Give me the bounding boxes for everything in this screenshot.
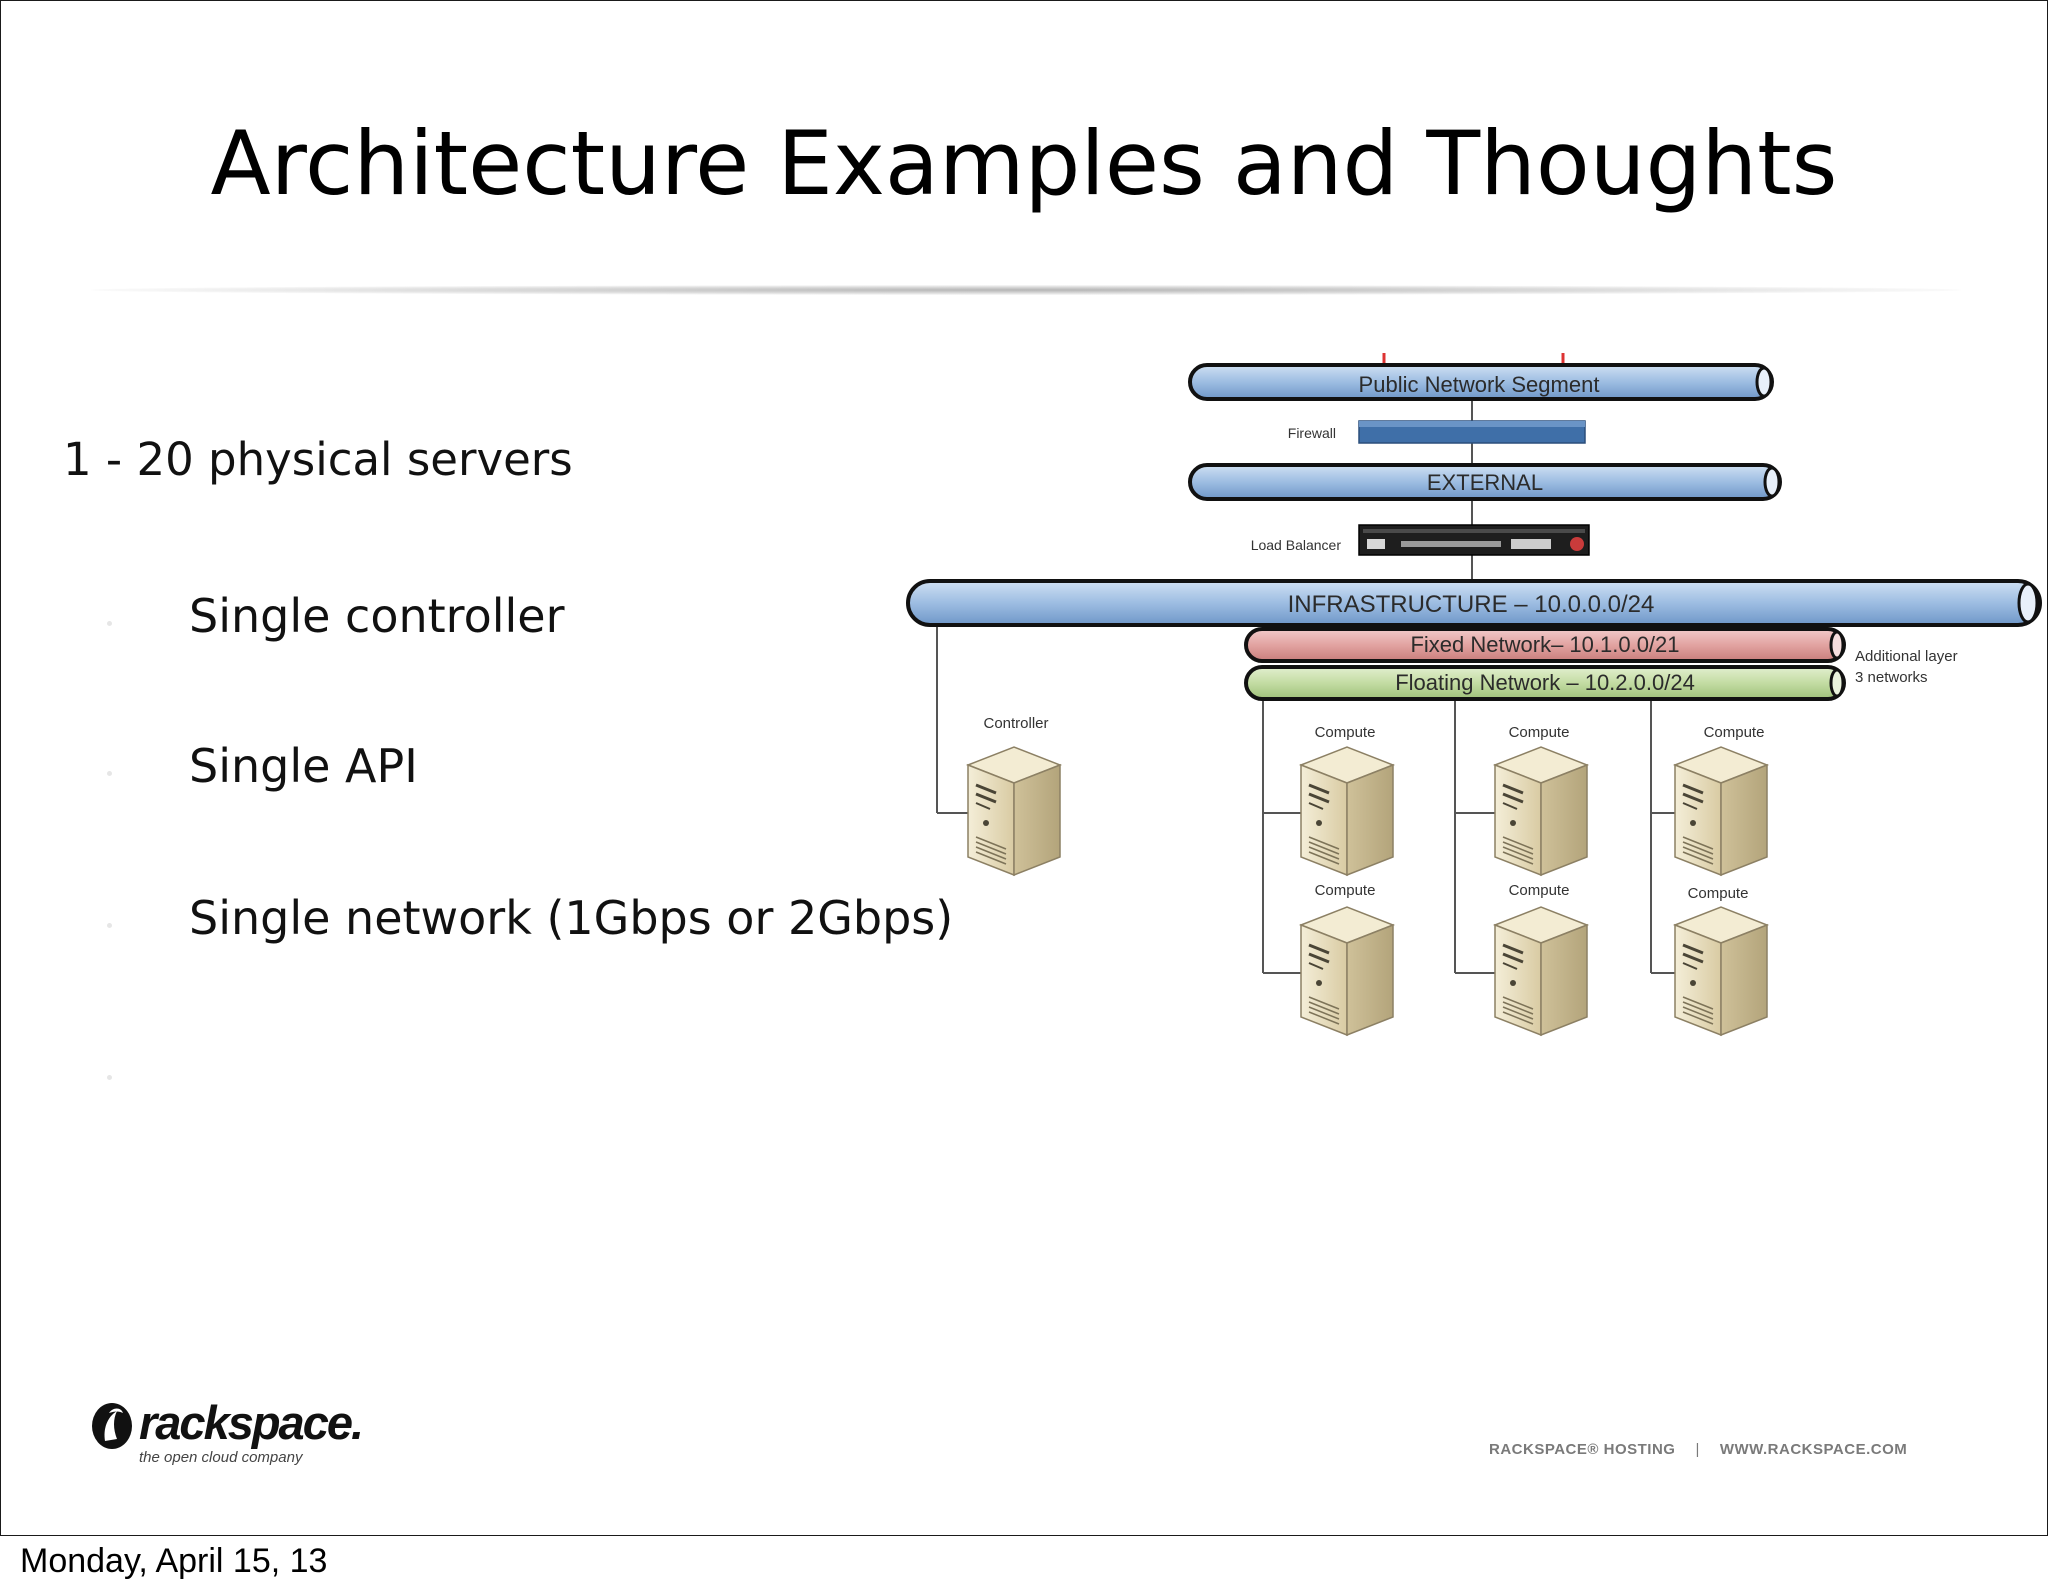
- compute-server-icon: [1493, 745, 1589, 877]
- slide-title: Architecture Examples and Thoughts: [210, 112, 1838, 215]
- bullet-dot: [107, 621, 112, 626]
- slide-footer: RACKSPACE® HOSTING | WWW.RACKSPACE.COM: [1489, 1441, 1907, 1458]
- controller-server-icon: [966, 745, 1062, 877]
- bullet-item-controller: Single controller: [189, 589, 565, 643]
- floating-network-label: Floating Network – 10.2.0.0/24: [1395, 670, 1695, 695]
- slide: Architecture Examples and Thoughts 1 - 2…: [0, 0, 2048, 1536]
- rackspace-logo-tagline: the open cloud company: [139, 1449, 303, 1466]
- additional-layer-note: 3 networks: [1855, 669, 1928, 686]
- firewall: Firewall: [1288, 420, 1586, 444]
- external-segment: EXTERNAL: [1188, 463, 1782, 501]
- controller-label: Controller: [983, 715, 1048, 732]
- network-diagram: Public Network Segment Firewall EXTERNAL…: [906, 353, 2042, 1037]
- bullet-main: 1 - 20 physical servers: [63, 433, 573, 486]
- fixed-network-label: Fixed Network– 10.1.0.0/21: [1410, 632, 1679, 657]
- compute-server-icon: [1299, 745, 1395, 877]
- infrastructure-segment-label: INFRASTRUCTURE – 10.0.0.0/24: [1288, 591, 1655, 618]
- compute-label: Compute: [1688, 885, 1749, 902]
- bullet-item-network: Single network (1Gbps or 2Gbps): [189, 891, 954, 945]
- fixed-network-segment: Fixed Network– 10.1.0.0/21: [1244, 627, 1846, 663]
- footer-separator: |: [1695, 1441, 1700, 1458]
- public-network-segment: Public Network Segment: [1188, 363, 1774, 401]
- compute-server-icon: [1493, 905, 1589, 1037]
- compute-label: Compute: [1509, 724, 1570, 741]
- public-segment-label: Public Network Segment: [1359, 372, 1600, 397]
- external-segment-label: EXTERNAL: [1427, 470, 1543, 495]
- slide-date: Monday, April 15, 13: [20, 1542, 328, 1580]
- compute-server-icon: [1299, 905, 1395, 1037]
- compute-server-icon: [1673, 745, 1769, 877]
- rackspace-logo-mark-icon: [92, 1403, 132, 1449]
- title-divider: [91, 285, 1961, 295]
- footer-website: WWW.RACKSPACE.COM: [1719, 1441, 1908, 1458]
- bullet-item-api: Single API: [189, 739, 418, 793]
- footer-company: RACKSPACE® HOSTING: [1489, 1441, 1676, 1458]
- compute-label: Compute: [1315, 724, 1376, 741]
- floating-network-segment: Floating Network – 10.2.0.0/24: [1244, 665, 1846, 701]
- additional-layer-note: Additional layer: [1855, 648, 1958, 665]
- load-balancer: Load Balancer: [1251, 524, 1590, 556]
- bullet-dot: [107, 1075, 112, 1080]
- bullet-dot: [107, 923, 112, 928]
- compute-server-icon: [1673, 905, 1769, 1037]
- load-balancer-label: Load Balancer: [1251, 537, 1342, 553]
- bullet-dot: [107, 771, 112, 776]
- rackspace-logo-word: rackspace.: [139, 1396, 364, 1449]
- infrastructure-segment: INFRASTRUCTURE – 10.0.0.0/24: [906, 579, 2042, 627]
- compute-label: Compute: [1509, 882, 1570, 899]
- compute-label: Compute: [1315, 882, 1376, 899]
- compute-label: Compute: [1704, 724, 1765, 741]
- rackspace-logo: rackspace. the open cloud company: [87, 1395, 364, 1475]
- firewall-label: Firewall: [1288, 425, 1336, 441]
